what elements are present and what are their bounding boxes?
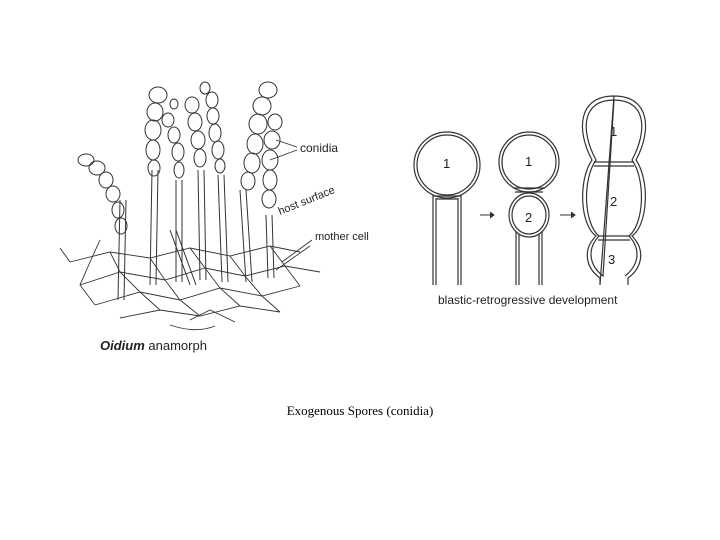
blastic-caption: blastic-retrogressive development bbox=[438, 293, 618, 307]
label-host-surface: host surface bbox=[277, 184, 337, 218]
arrow-2 bbox=[560, 212, 575, 218]
cell-number-stage3-2: 2 bbox=[610, 194, 617, 209]
cell-number-stage2-2: 2 bbox=[525, 210, 532, 225]
stage-1 bbox=[414, 132, 480, 285]
label-mother-cell: mother cell bbox=[315, 231, 369, 243]
oidium-title-genus: Oidium bbox=[100, 338, 145, 353]
cell-number-stage3-1: 1 bbox=[610, 124, 617, 139]
cell-number-stage2-1: 1 bbox=[525, 154, 532, 169]
cell-number-stage3-3: 3 bbox=[608, 252, 615, 267]
label-conidia: conidia bbox=[300, 141, 338, 155]
cell-number-stage1-1: 1 bbox=[443, 156, 450, 171]
arrow-1 bbox=[480, 212, 494, 218]
oidium-title: Oidium anamorph bbox=[100, 338, 207, 353]
conidia-chains bbox=[78, 82, 282, 234]
oidium-title-rest: anamorph bbox=[145, 338, 207, 353]
page-caption: Exogenous Spores (conidia) bbox=[0, 403, 720, 419]
